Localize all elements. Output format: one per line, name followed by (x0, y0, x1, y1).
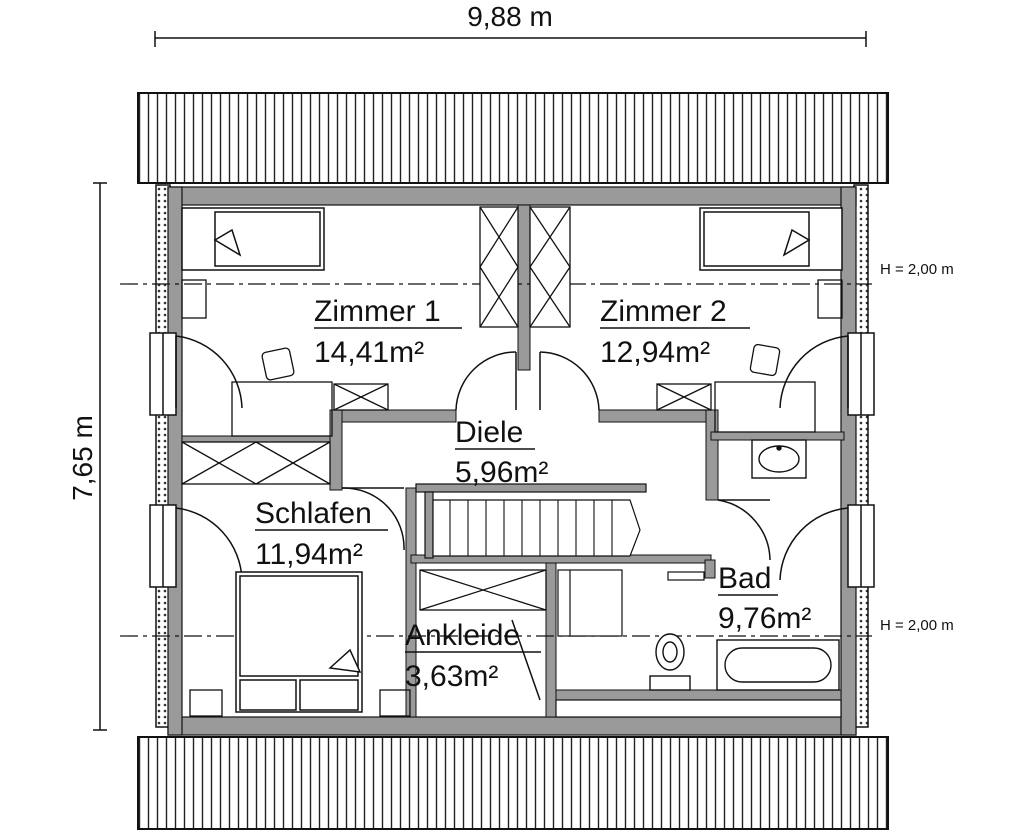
toilet (649, 633, 691, 691)
sink (751, 439, 807, 479)
outer-walls (167, 186, 857, 736)
window-right-upper (847, 332, 875, 416)
interior-walls (181, 204, 845, 718)
bed-zimmer-2 (699, 207, 843, 271)
roof-overhang-top (137, 92, 889, 184)
room-area-ankleide: 3,63m² (405, 660, 498, 693)
window-right-lower (847, 504, 875, 588)
window-left-lower (149, 504, 177, 588)
desks (181, 279, 843, 717)
width-dimension-line (154, 31, 867, 47)
chairs (261, 343, 781, 381)
room-name-ankleide: Ankleide (405, 619, 520, 652)
height-dimension-line (93, 182, 107, 731)
room-doors (341, 351, 771, 701)
height-marker-upper: H = 2,00 m (880, 261, 954, 278)
roof-overhang-bottom (137, 736, 889, 830)
bathtub (716, 639, 840, 691)
room-area-bad: 9,76m² (718, 602, 811, 635)
window-swings (175, 335, 849, 581)
room-name-zimmer-1: Zimmer 1 (314, 295, 441, 328)
bed-zimmer-1 (181, 207, 325, 271)
bed-schlafen (235, 571, 363, 713)
bath-cabinet (557, 569, 705, 637)
staircase (415, 483, 647, 559)
height-marker-lower: H = 2,00 m (880, 617, 954, 634)
stair-treads (449, 500, 613, 556)
height-label: 7,65 m (67, 415, 98, 501)
room-name-diele: Diele (455, 416, 523, 449)
room-name-bad: Bad (718, 562, 771, 595)
room-name-zimmer-2: Zimmer 2 (600, 295, 727, 328)
room-area-diele: 5,96m² (455, 456, 548, 489)
wardrobes (181, 206, 712, 611)
ankleide-shelf (555, 699, 842, 718)
room-name-schlafen: Schlafen (255, 497, 372, 530)
window-left-upper (149, 332, 177, 416)
width-label: 9,88 m (467, 1, 553, 32)
room-area-zimmer-1: 14,41m² (314, 336, 424, 369)
room-area-schlafen: 11,94m² (255, 538, 363, 571)
room-area-zimmer-2: 12,94m² (600, 336, 710, 369)
